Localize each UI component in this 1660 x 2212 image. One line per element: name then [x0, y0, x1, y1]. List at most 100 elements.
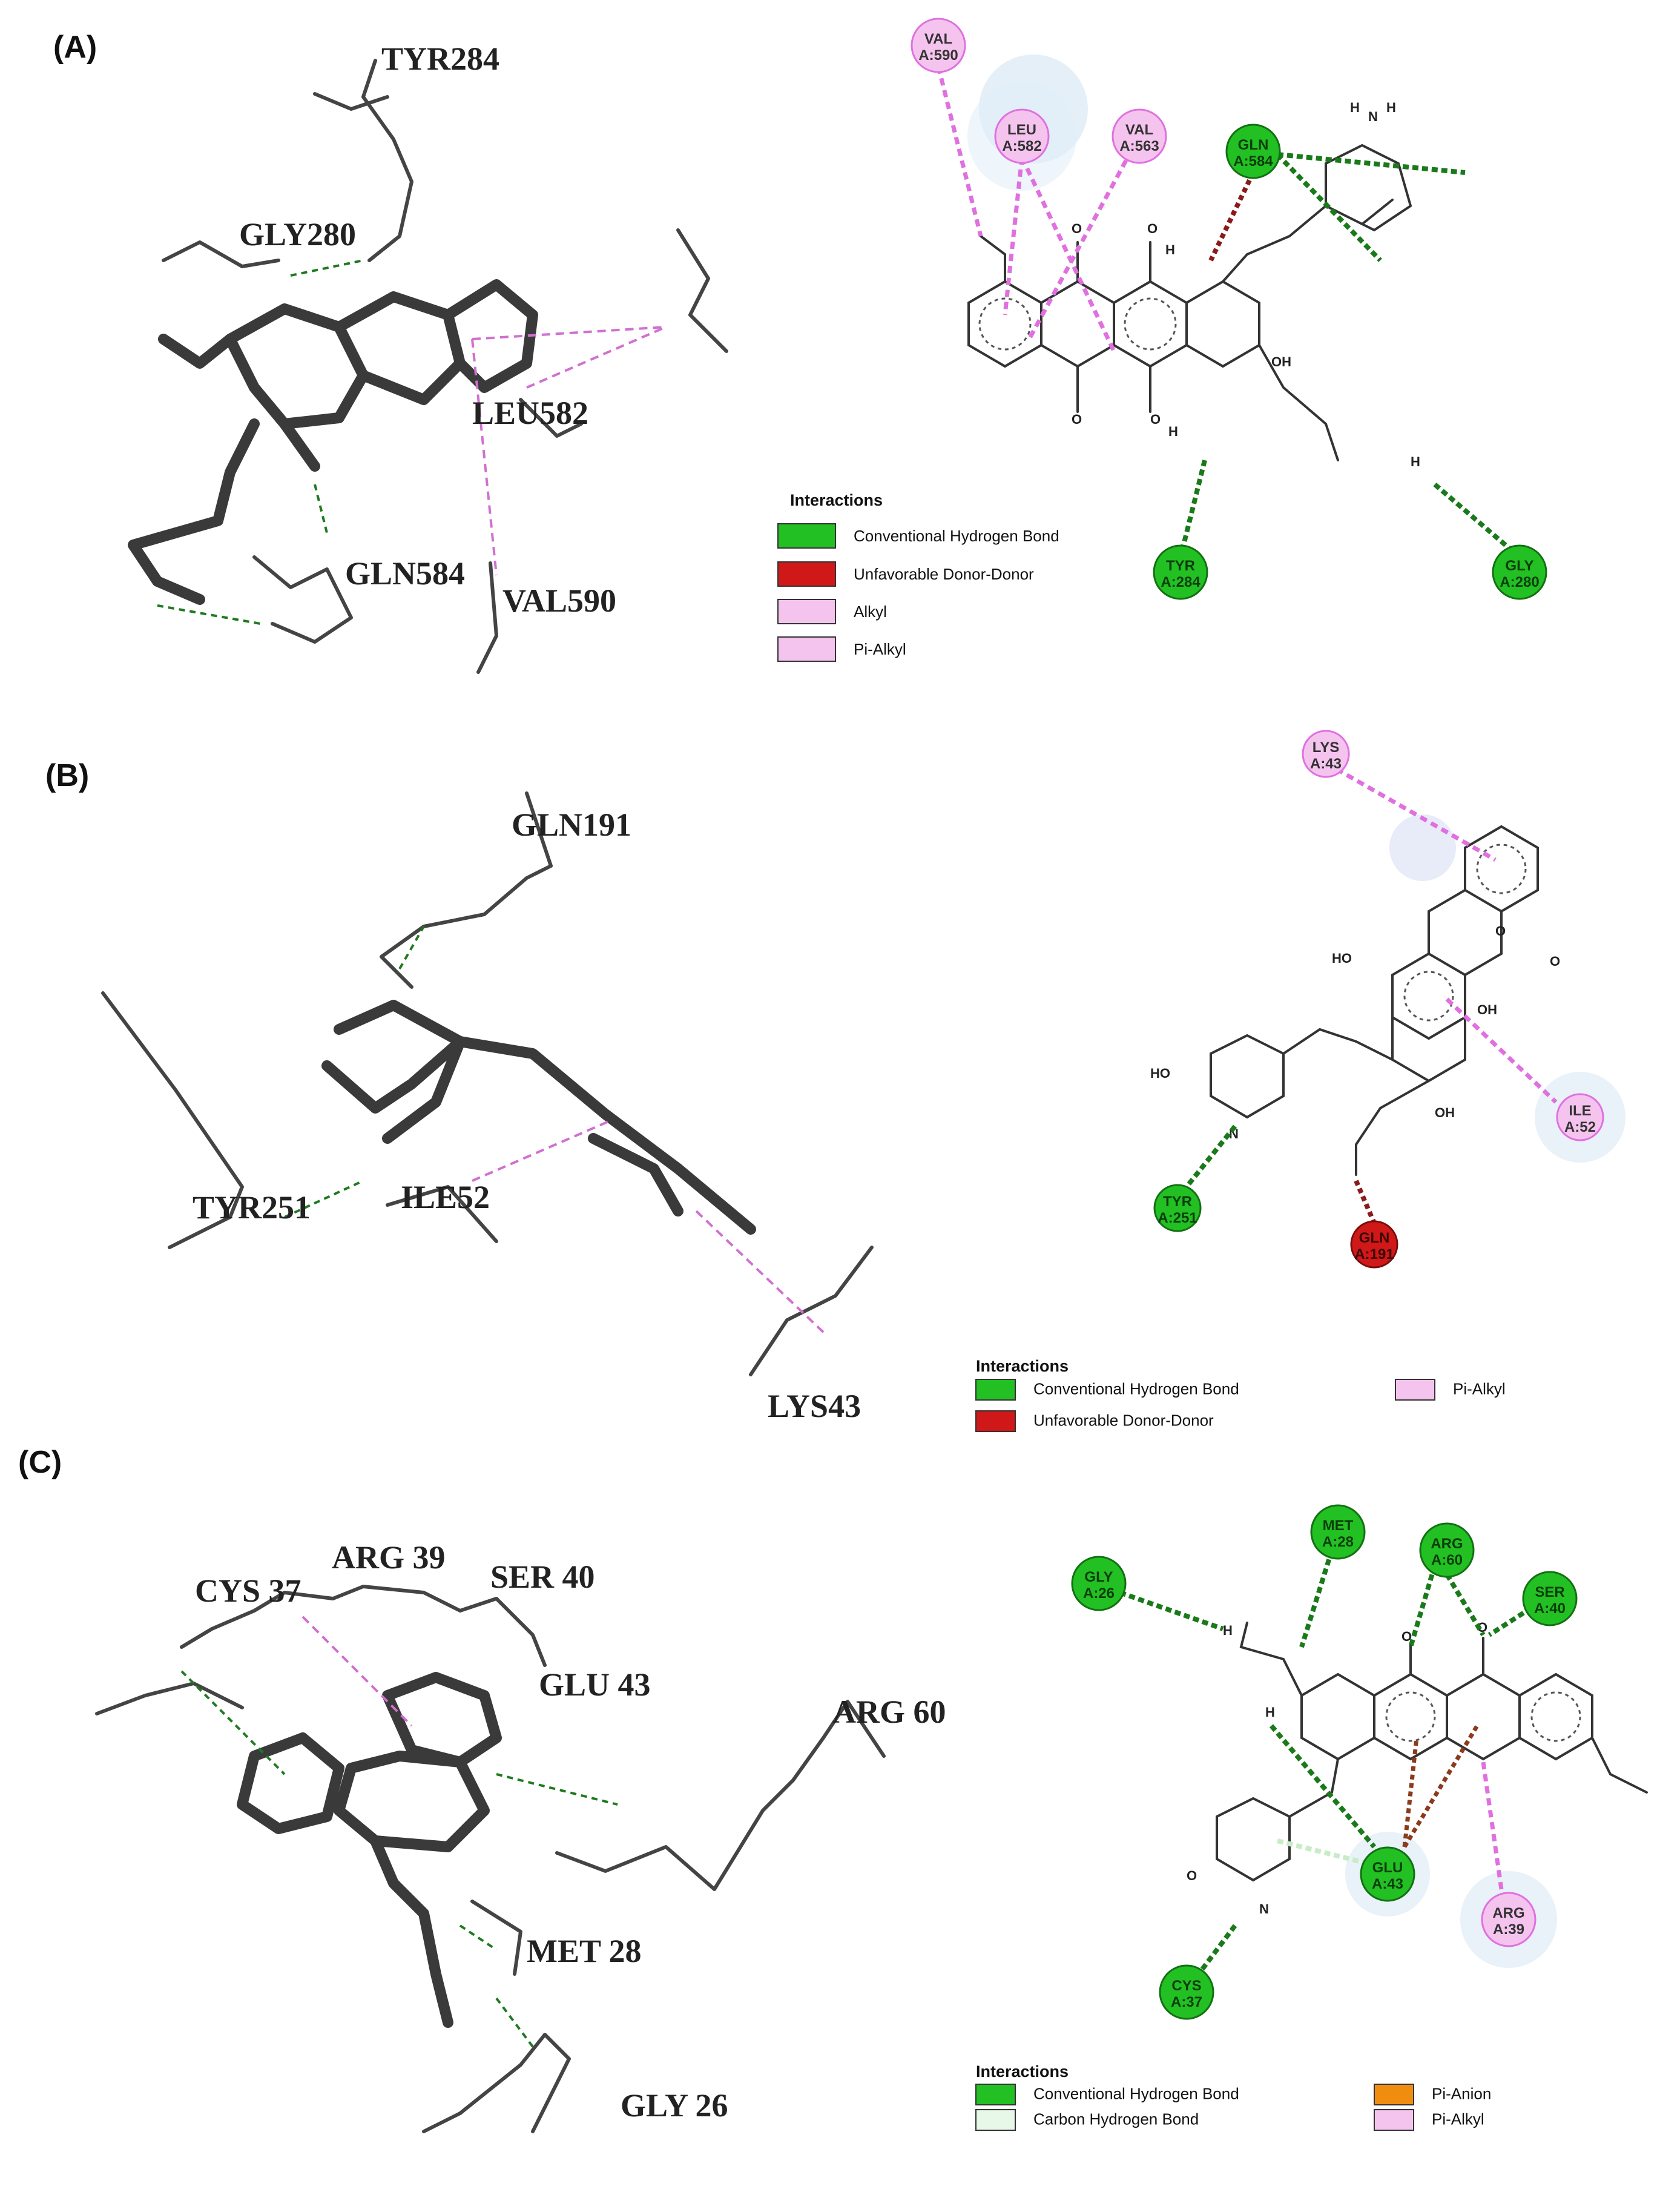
- met28-residue-stick: [470, 1900, 522, 1976]
- c-atom-n: N: [1259, 1901, 1269, 1917]
- res3d-leu582: LEU582: [472, 395, 588, 431]
- res3d-ile52: ILE52: [401, 1179, 490, 1215]
- residue-bubble-circle: [994, 108, 1050, 164]
- hbond-b-gln191: [398, 926, 425, 969]
- residue-id: A:60: [1431, 1552, 1463, 1568]
- map-alkyl-val563: [1027, 159, 1128, 340]
- ligand-c-tail: [370, 1835, 453, 2028]
- residue-name: ILE: [1569, 1103, 1591, 1119]
- residue-bubble-circle: [1153, 1184, 1202, 1232]
- b-atom-ho-2: HO: [1150, 1066, 1170, 1081]
- legend-item-label: Pi-Alkyl: [1432, 2110, 1484, 2128]
- residue-name: TYR: [1166, 558, 1195, 574]
- residue-name: SER: [1535, 1584, 1564, 1600]
- res3d-cys37: CYS 37: [195, 1573, 301, 1609]
- gln191-residue-stick: [380, 791, 553, 989]
- ligand-oh-bond: [279, 418, 320, 472]
- c-ring-4: [1518, 1672, 1593, 1761]
- panel-c-label: (C): [18, 1445, 62, 1480]
- val590-residue-stick: [476, 561, 498, 674]
- legend-item-label: Pi-Alkyl: [854, 640, 906, 658]
- hbond-c-gly26: [495, 1997, 534, 2048]
- ligand-c-ring-2: [334, 1751, 490, 1852]
- residue-id: A:584: [1233, 153, 1273, 170]
- residue-name: ARG: [1492, 1905, 1524, 1921]
- b-glow-methoxy: [1389, 814, 1456, 881]
- residue-id: A:191: [1354, 1246, 1394, 1263]
- map-alkyl-val590: [936, 66, 983, 237]
- legend-title: Interactions: [976, 2062, 1069, 2081]
- hbond-gln584: [314, 484, 328, 533]
- atom-o-3: O: [1147, 221, 1158, 236]
- legend-item-label: Conventional Hydrogen Bond: [1033, 2084, 1239, 2102]
- residue-bubble-circle: [1112, 108, 1167, 164]
- residue-name: TYR: [1163, 1193, 1192, 1210]
- residue-bubble-circle: [1419, 1522, 1475, 1578]
- c-atom-o-3: O: [1187, 1868, 1197, 1883]
- map-alkyl-leu582: [1003, 157, 1024, 315]
- cys37-residue-stick: [95, 1682, 244, 1715]
- map-unfav-gln584: [1208, 171, 1256, 262]
- hbond-c-cys37: [180, 1670, 286, 1775]
- panel-c-3d-view: CYS 37 ARG 39 SER 40 GLU 43 ARG 60 MET 2…: [95, 1539, 946, 2133]
- hbond-c-met28: [459, 1924, 498, 1951]
- pialkyl-b-ile52: [472, 1119, 612, 1182]
- res3d-val590: VAL590: [502, 583, 616, 619]
- map-b-pialkyl-lys43: [1325, 761, 1497, 862]
- legend-item-label: Carbon Hydrogen Bond: [1033, 2110, 1199, 2128]
- map-c-pianion-2: [1402, 1725, 1480, 1848]
- legend-swatch: [1395, 1379, 1435, 1401]
- map-c-hbond-arg60b: [1444, 1573, 1486, 1637]
- panel-a-3d-view: TYR284 GLY280 LEU582 GLN584 VAL590: [128, 41, 728, 674]
- ligand-chain-a: [158, 334, 235, 369]
- legend-swatch: [975, 1379, 1016, 1401]
- residue-bubble-circle: [1225, 124, 1281, 179]
- b-atom-oh-1: OH: [1477, 1002, 1497, 1017]
- b-atom-o-2: O: [1495, 923, 1506, 939]
- map-c-pialkyl-arg39: [1481, 1761, 1504, 1890]
- panel-b-2d-map: O O HO OH HO N OH: [1150, 761, 1625, 1224]
- ring-a3-arom: [1124, 297, 1177, 351]
- atom-h-3: H: [1350, 100, 1360, 115]
- residue-name: GLU: [1372, 1860, 1403, 1876]
- residue-id: A:26: [1083, 1585, 1115, 1602]
- map-c-hbond-ser40: [1487, 1605, 1533, 1637]
- atom-o-2: O: [1072, 412, 1082, 427]
- ring-a1-arom: [978, 297, 1032, 351]
- pialkyl-a-3: [526, 326, 667, 389]
- residue-name: LEU: [1007, 122, 1036, 138]
- map-hbond-tyr284: [1178, 460, 1207, 558]
- ligand-b-tail: [588, 1133, 683, 1217]
- b-ring-3-arom: [1403, 971, 1454, 1022]
- arg60-residue-stick: [555, 1700, 886, 1891]
- residue-bubble-circle: [1071, 1556, 1127, 1611]
- panel-a-label: (A): [53, 30, 97, 65]
- ring-a3: [1113, 280, 1188, 368]
- legend-swatch: [777, 599, 836, 624]
- legend-item-label: Conventional Hydrogen Bond: [854, 527, 1059, 545]
- map-c-hbond-cys37: [1196, 1924, 1237, 1976]
- c-ring-3: [1446, 1672, 1521, 1761]
- res3d-tyr251: TYR251: [193, 1189, 311, 1226]
- legend-item-label: Conventional Hydrogen Bond: [1033, 1379, 1239, 1398]
- legend-swatch: [1374, 2109, 1414, 2131]
- c-ring-1: [1300, 1672, 1375, 1761]
- c-sugar: [1216, 1758, 1339, 1882]
- hbond-b-tyr251: [284, 1180, 364, 1218]
- residue-id: A:52: [1564, 1119, 1596, 1135]
- panel-b-3d-view: GLN191 TYR251 ILE52 LYS43: [101, 791, 874, 1424]
- residue-id: A:251: [1158, 1210, 1197, 1226]
- residue-bubble-circle: [1522, 1571, 1578, 1626]
- pialkyl-a-2: [471, 338, 498, 576]
- legend-swatch: [777, 523, 836, 549]
